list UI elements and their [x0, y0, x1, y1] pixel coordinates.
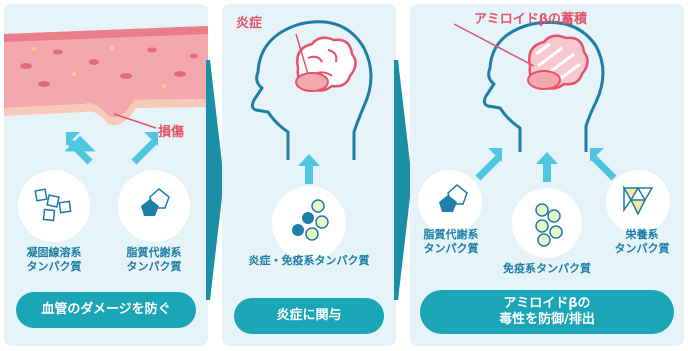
head-icon: [482, 20, 605, 152]
prevent-damage-pill: 血管のダメージを防ぐ: [16, 292, 196, 328]
arrow-up-icon: [298, 154, 320, 184]
triangles-icon: [622, 185, 654, 216]
molecule-icon: [292, 199, 329, 241]
squares-icon: [34, 188, 72, 222]
protein-label: 免疫系タンパク質: [503, 262, 591, 275]
pentagon-icon: [439, 184, 468, 212]
chevron-right-icon: [394, 60, 412, 300]
protein-label: 炎症・免疫系タンパク質: [248, 254, 370, 267]
inflammation-pill: 炎症に関与: [234, 298, 384, 334]
arrow-up-icon: [64, 132, 96, 165]
protein-label: 凝固線溶系 タンパク質: [26, 246, 82, 273]
arrow-up-icon: [590, 148, 617, 181]
protein-label: 栄養系 タンパク質: [614, 228, 670, 255]
inflammation-panel: 炎症 炎症・免疫系タンパク質 炎症に関与: [222, 4, 396, 346]
protein-label: 脂質代謝系 タンパク質: [423, 228, 479, 255]
arrow-up-icon: [131, 132, 158, 165]
molecule-icon: [535, 203, 563, 247]
arrow-up-icon: [536, 152, 558, 182]
inflammation-callout: 炎症: [236, 16, 263, 31]
head-icon: [250, 20, 373, 160]
protein-label: 脂質代謝系 タンパク質: [126, 246, 182, 273]
blood-vessel-icon: [4, 26, 208, 129]
amyloid-callout: アミロイドβの蓄積: [474, 12, 588, 27]
pentagon-icon: [141, 188, 170, 216]
amyloid-panel: アミロイドβの蓄積 脂質代謝系 タンパク質 免疫系タンパク質 栄養系 タンパク質…: [410, 4, 684, 346]
chevron-right-icon: [206, 60, 224, 300]
callout-line: [453, 23, 535, 67]
arrow-up-icon: [475, 148, 502, 181]
amyloid-defense-pill: アミロイドβの 毒性を防御/排出: [420, 290, 674, 334]
damage-callout: 損傷: [158, 125, 185, 140]
vessel-panel: 損傷 凝固線溶系 タンパク質 脂質代謝系 タンパク質 血管のダメージを防ぐ: [4, 4, 208, 346]
